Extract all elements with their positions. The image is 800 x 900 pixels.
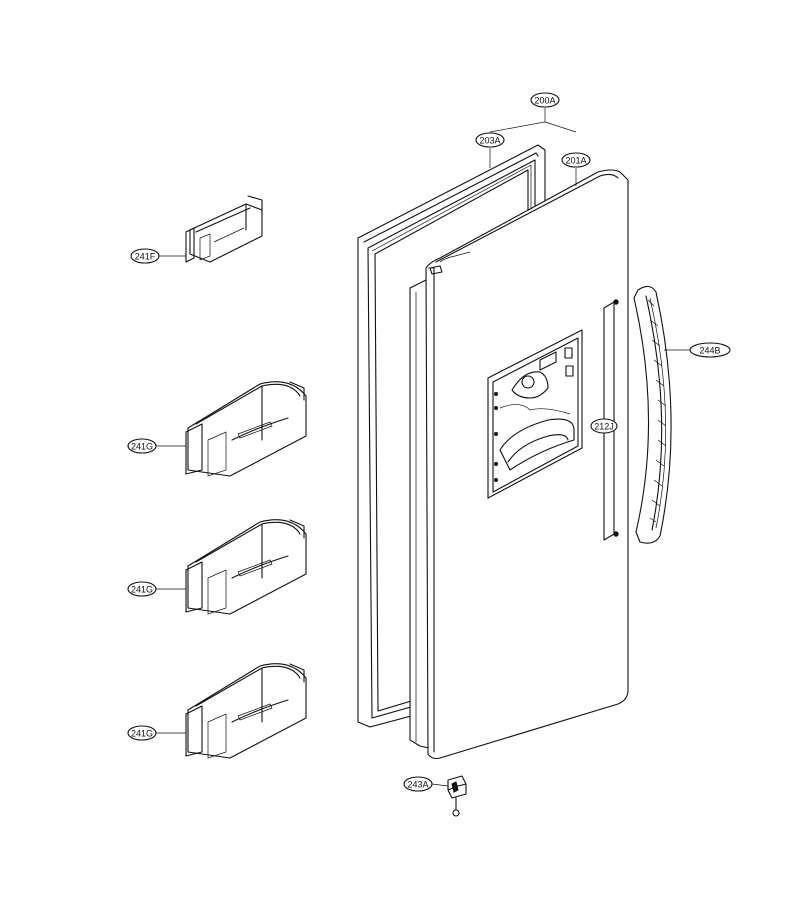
callout-241g-1: 241G (127, 438, 157, 454)
door-front (425, 169, 629, 760)
callout-244b: 244B (689, 342, 731, 358)
callout-201a-label: 201A (565, 155, 586, 165)
callout-241g-3: 241G (127, 725, 157, 741)
callout-203a: 203A (475, 132, 505, 148)
dispenser-recess (487, 329, 583, 499)
door-basket-3 (185, 663, 307, 759)
callout-243a-label: 243A (407, 779, 428, 789)
callout-241f-label: 241F (135, 251, 156, 261)
door-basket-1 (185, 381, 307, 477)
callout-241g-2-label: 241G (131, 584, 153, 594)
dispenser-bracket (603, 299, 619, 541)
callout-200a: 200A (530, 92, 560, 108)
door-handle (633, 285, 672, 544)
callout-212j: 212J (590, 418, 618, 434)
leader-lines (156, 108, 690, 787)
callout-212j-label: 212J (594, 421, 614, 431)
callout-244b-label: 244B (699, 345, 720, 355)
door-basket-2 (185, 519, 307, 615)
callout-241g-2: 241G (127, 581, 157, 597)
callout-241g-1-label: 241G (131, 441, 153, 451)
callout-203a-label: 203A (479, 135, 500, 145)
callout-243a: 243A (403, 776, 433, 792)
callout-200a-label: 200A (534, 95, 555, 105)
callout-241g-3-label: 241G (131, 728, 153, 738)
door-basket-small (185, 195, 263, 263)
callout-201a: 201A (561, 152, 591, 168)
bottom-hinge (447, 775, 467, 817)
callout-241f: 241F (130, 248, 160, 264)
